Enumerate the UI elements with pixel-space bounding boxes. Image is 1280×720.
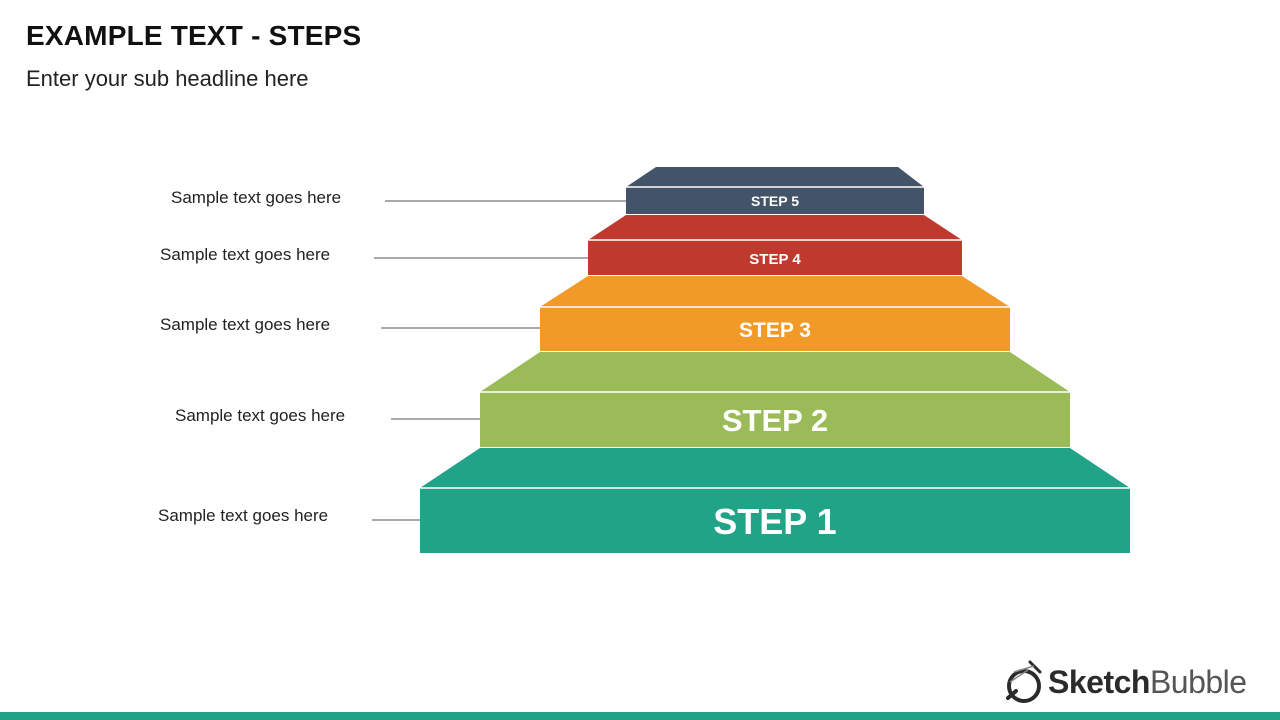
step-1-block: STEP 1 — [420, 448, 1130, 553]
step-3-top-face — [540, 276, 1010, 307]
step-4-description: Sample text goes here — [160, 245, 331, 264]
step-1-description: Sample text goes here — [158, 506, 329, 525]
step-1-front-face — [420, 488, 1130, 553]
step-4-front-face — [588, 240, 962, 275]
sketchbubble-logo-text: SketchBubble — [1048, 664, 1247, 701]
step-5-label: STEP 5 — [751, 193, 799, 209]
step-3-description: Sample text goes here — [160, 315, 331, 334]
logo-text-sketch: Sketch — [1048, 663, 1150, 700]
sketchbubble-logo: SketchBubble — [1000, 658, 1247, 706]
step-2-label: STEP 2 — [722, 403, 828, 438]
step-4-label: STEP 4 — [749, 251, 801, 268]
step-1-top-face — [420, 448, 1130, 488]
step-4-block: STEP 4 — [588, 215, 962, 275]
step-3-label: STEP 3 — [739, 319, 811, 342]
step-2-block: STEP 2 — [480, 352, 1070, 447]
sketchbubble-logo-icon — [1006, 660, 1042, 703]
step-2-front-face — [480, 392, 1070, 447]
step-2-top-face — [480, 352, 1070, 392]
step-3-block: STEP 3 — [540, 276, 1010, 351]
step-1-label: STEP 1 — [713, 501, 836, 542]
page-title: EXAMPLE TEXT - STEPS — [26, 20, 362, 51]
bottom-accent-bar — [0, 712, 1280, 720]
step-5-top-face — [626, 167, 924, 187]
logo-text-bubble: Bubble — [1149, 663, 1247, 700]
step-2-description: Sample text goes here — [175, 406, 346, 425]
step-5-front-face — [626, 187, 924, 214]
page-subtitle: Enter your sub headline here — [26, 66, 309, 91]
step-5-description: Sample text goes here — [171, 188, 342, 207]
step-5-block: STEP 5 — [626, 167, 924, 214]
step-3-front-face — [540, 307, 1010, 351]
step-4-top-face — [588, 215, 962, 240]
